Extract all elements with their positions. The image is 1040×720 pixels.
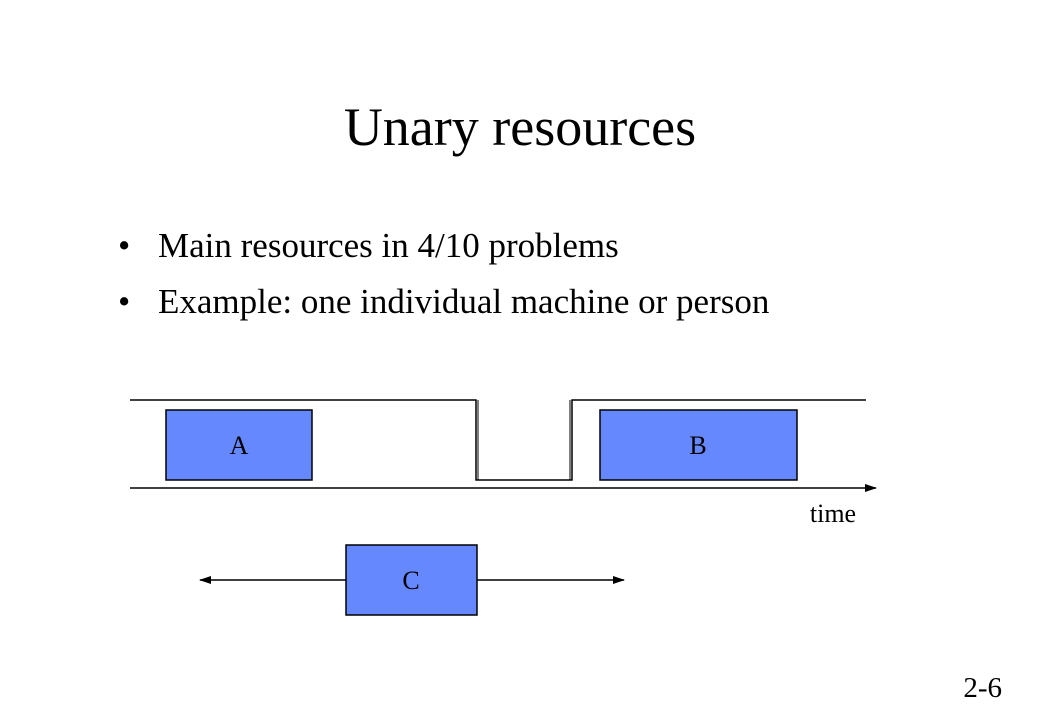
activity-box-c [345,544,478,616]
bullet-icon: • [118,226,131,265]
slide-number: 2-6 [963,672,1002,704]
capacity-profile-line [130,399,866,481]
activity-label-a: A [230,431,249,460]
activity-label-b: B [689,431,706,460]
activity-box-b [599,409,798,481]
slide-title: Unary resources [343,97,697,157]
bullet-item: • Example: one individual machine or per… [118,274,769,330]
activity-label-c: C [402,566,419,595]
activity-box-a [165,409,313,481]
bullet-icon: • [118,282,131,321]
time-axis-label: time [810,499,856,528]
bullet-item: • Main resources in 4/10 problems [118,218,769,274]
bullet-list: • Main resources in 4/10 problems • Exam… [118,218,769,330]
bullet-text: Example: one individual machine or perso… [158,282,770,321]
bullet-text: Main resources in 4/10 problems [158,226,619,265]
